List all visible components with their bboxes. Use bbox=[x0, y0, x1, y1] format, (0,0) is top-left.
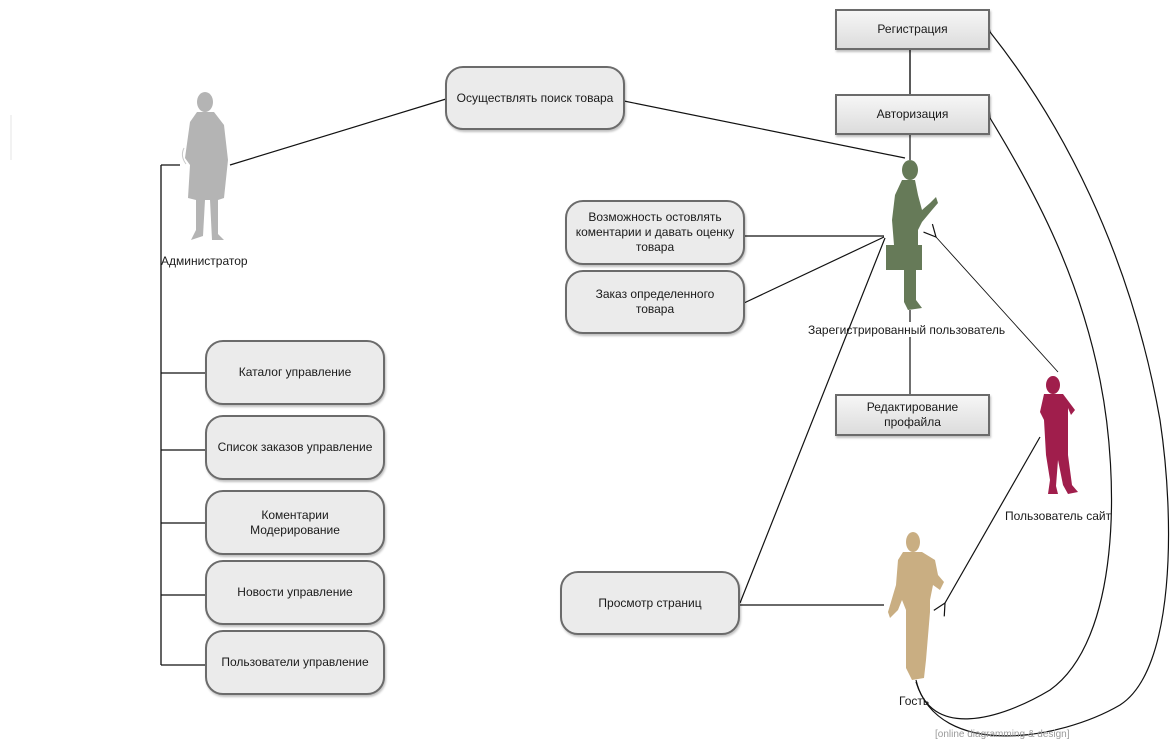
usecase-users-label: Пользователи управление bbox=[221, 655, 369, 669]
usecase-catalog[interactable]: Каталог управление bbox=[205, 340, 385, 405]
usecase-news-label: Новости управление bbox=[237, 585, 353, 599]
usecase-orders-list-label: Список заказов управление bbox=[217, 440, 373, 454]
search-reguser-link bbox=[623, 100, 906, 159]
usecase-search-label: Осуществлять поиск товара bbox=[456, 90, 614, 105]
watermark-text: [online diagramming & design] bbox=[935, 729, 1070, 740]
admin-tree-connectors bbox=[160, 164, 207, 666]
usecase-catalog-label: Каталог управление bbox=[238, 365, 352, 379]
usecase-comment[interactable]: Возможность остовлять коментарии и дават… bbox=[565, 200, 745, 265]
siteuser-to-reguser-arrow bbox=[936, 237, 1059, 373]
process-authorization[interactable]: Авторизация bbox=[835, 94, 990, 135]
guest-to-authorization-arrow bbox=[915, 118, 1113, 720]
process-registration-label: Регистрация bbox=[877, 22, 948, 36]
arrow-lines bbox=[915, 32, 1170, 737]
guest-actor-label: Гость bbox=[899, 694, 930, 708]
browse-reguser-link bbox=[739, 237, 886, 604]
usecase-comments-moderation-label: Коментарии Модерирование bbox=[250, 507, 340, 537]
usecase-order-label: Заказ определенного товара bbox=[595, 287, 715, 316]
usecase-users[interactable]: Пользователи управление bbox=[205, 630, 385, 695]
process-authorization-label: Авторизация bbox=[876, 107, 949, 121]
process-registration[interactable]: Регистрация bbox=[835, 9, 990, 50]
order-reguser-link bbox=[743, 236, 885, 304]
usecase-order[interactable]: Заказ определенного товара bbox=[565, 270, 745, 334]
registered-user-actor-icon[interactable] bbox=[886, 160, 938, 310]
process-profile-edit[interactable]: Редактирование профайла bbox=[835, 394, 990, 436]
admin-actor-icon[interactable] bbox=[181, 92, 228, 240]
admin-search-link bbox=[229, 98, 447, 166]
usecase-search[interactable]: Осуществлять поиск товара bbox=[445, 66, 625, 130]
registered-user-actor-label: Зарегистрированный пользователь bbox=[808, 323, 1006, 337]
usecase-orders-list[interactable]: Список заказов управление bbox=[205, 415, 385, 480]
admin-actor-label: Администратор bbox=[161, 254, 248, 268]
usecase-comments-moderation[interactable]: Коментарии Модерирование bbox=[205, 490, 385, 555]
usecase-comment-label: Возможность остовлять коментарии и дават… bbox=[575, 210, 735, 254]
site-user-actor-label: Пользователь сайт bbox=[1005, 509, 1112, 523]
siteuser-to-guest-arrow bbox=[945, 436, 1041, 603]
usecase-news[interactable]: Новости управление bbox=[205, 560, 385, 625]
guest-actor-icon[interactable] bbox=[888, 532, 944, 680]
guest-to-registration-arrow bbox=[915, 32, 1170, 737]
usecase-browse-label: Просмотр страниц bbox=[598, 595, 702, 610]
process-profile-edit-label: Редактирование профайла bbox=[866, 400, 959, 429]
site-user-actor-icon[interactable] bbox=[1040, 376, 1078, 494]
association-lines bbox=[229, 50, 911, 606]
usecase-browse[interactable]: Просмотр страниц bbox=[560, 571, 740, 635]
